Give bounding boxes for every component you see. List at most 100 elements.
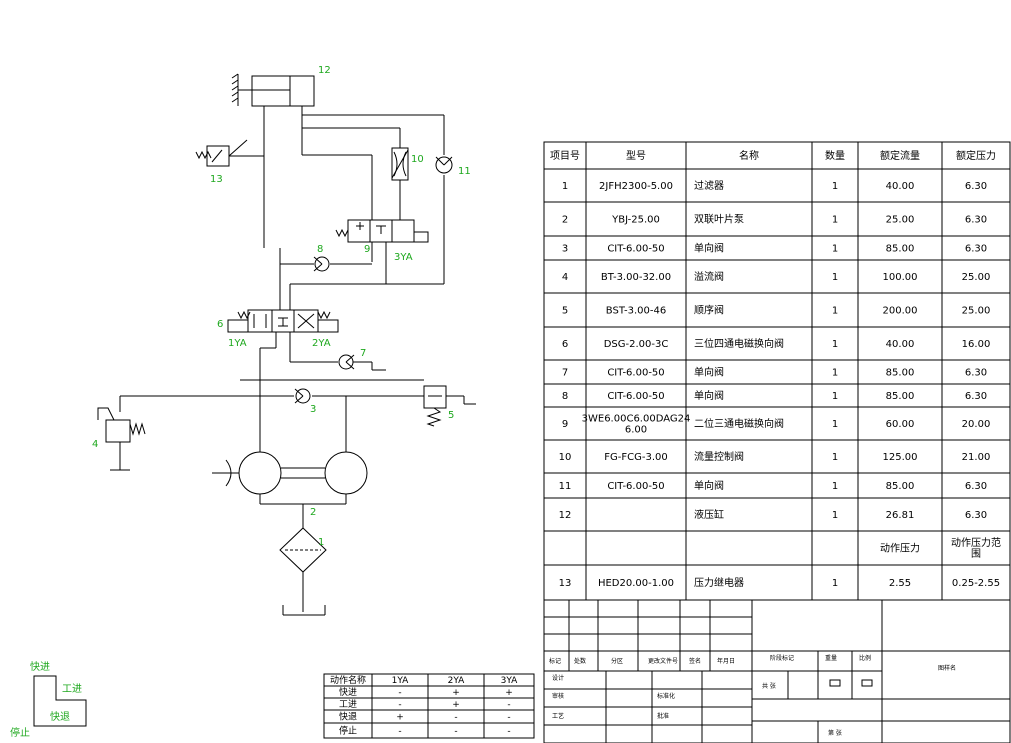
tb-stage: 阶段标记 <box>770 654 794 662</box>
tb-process: 工艺 <box>552 712 564 720</box>
bom-cell: 1 <box>832 510 838 521</box>
tb-design: 设计 <box>552 674 564 682</box>
cycle-fast-forward: 快进 <box>30 661 50 673</box>
bom-cell: 二位三通电磁换向阀 <box>694 417 784 430</box>
bom-cell: 100.00 <box>883 272 918 283</box>
bom-cell: 200.00 <box>883 306 918 317</box>
bom-cell: 12 <box>559 510 572 521</box>
bom-cell: 40.00 <box>886 339 915 350</box>
tb-count: 处数 <box>574 657 586 665</box>
bom-cell: 1 <box>832 181 838 192</box>
action-cell: - <box>507 700 510 710</box>
bom-cell: 2.55 <box>889 578 911 589</box>
bom-cell: 85.00 <box>886 481 915 492</box>
label-6: 6 <box>217 319 223 330</box>
bom-cell: 动作压力 <box>880 542 920 555</box>
action-cell: 工进 <box>339 699 357 710</box>
tb-review: 审核 <box>552 692 564 700</box>
label-9: 9 <box>364 244 370 255</box>
work-cycle-diagram <box>33 675 87 727</box>
bom-cell: 10 <box>559 452 572 463</box>
tb-share: 共 张 <box>762 682 776 690</box>
action-cell: 停止 <box>339 725 357 737</box>
label-2ya: 2YA <box>312 338 331 349</box>
action-cell: - <box>398 688 401 698</box>
tb-approve: 批准 <box>657 712 669 720</box>
label-4: 4 <box>92 439 98 450</box>
bom-cell: 双联叶片泵 <box>694 213 744 226</box>
action-cell: - <box>398 700 401 710</box>
bom-cell: 1 <box>832 244 838 255</box>
bom-cell: 1 <box>832 215 838 226</box>
bom-cell: 1 <box>832 578 838 589</box>
bom-cell: 7 <box>562 368 568 379</box>
bom-cell: FG-FCG-3.00 <box>604 452 667 463</box>
tb-sheet: 第 张 <box>828 729 842 737</box>
bom-cell: 单向阀 <box>694 389 724 402</box>
action-cell: - <box>507 713 510 723</box>
pressure-switch-13 <box>195 139 264 167</box>
action-cell: - <box>454 713 457 723</box>
bom-cell: 85.00 <box>886 391 915 402</box>
bom-header-cell: 项目号 <box>550 150 580 162</box>
bom-cell: 1 <box>832 419 838 430</box>
bom-cell: 1 <box>832 306 838 317</box>
bom-cell: 60.00 <box>886 419 915 430</box>
bom-cell: 1 <box>832 368 838 379</box>
label-1ya: 1YA <box>228 338 247 349</box>
label-11: 11 <box>458 166 471 177</box>
bom-cell: 6.30 <box>965 215 987 226</box>
tb-weight: 重量 <box>825 654 837 662</box>
bom-cell: 溢流阀 <box>694 270 724 283</box>
check-valve-8 <box>313 256 330 272</box>
bom-cell: 单向阀 <box>694 366 724 379</box>
bom-cell: CIT-6.00-50 <box>607 481 664 492</box>
relief-valve-4 <box>97 407 146 471</box>
bom-cell: BST-3.00-46 <box>606 306 666 317</box>
bom-cell: 85.00 <box>886 368 915 379</box>
label-2: 2 <box>310 507 316 518</box>
solenoid-valve-9 <box>335 219 429 284</box>
tb-date: 年月日 <box>717 657 735 665</box>
label-8: 8 <box>317 244 323 255</box>
bom-cell: 1 <box>832 339 838 350</box>
bom-cell: CIT-6.00-50 <box>607 391 664 402</box>
bom-cell: 40.00 <box>886 181 915 192</box>
bom-cell: CIT-6.00-50 <box>607 244 664 255</box>
bom-header-cell: 额定压力 <box>956 149 996 162</box>
bom-cell: 0.25-2.55 <box>952 578 1000 589</box>
bom-cell: 6.30 <box>965 368 987 379</box>
bom-header-cell: 名称 <box>739 149 759 162</box>
bom-cell: 6 <box>562 339 568 350</box>
bom-cell: DSG-2.00-3C <box>604 339 669 350</box>
action-cell: 快退 <box>339 711 357 723</box>
bom-cell: 25.00 <box>962 272 991 283</box>
hydraulic-cylinder-12 <box>231 73 315 107</box>
action-cell: + <box>452 688 460 698</box>
action-header-cell: 动作名称 <box>330 674 366 686</box>
bom-cell: YBJ-25.00 <box>611 215 660 226</box>
cycle-work-forward: 工进 <box>62 683 82 695</box>
bom-cell: 1 <box>832 272 838 283</box>
label-5: 5 <box>448 410 454 421</box>
bom-cell: 3 <box>562 244 568 255</box>
bom-cell: 13 <box>559 578 572 589</box>
filter-1 <box>279 527 327 616</box>
bom-cell: 4 <box>562 272 568 283</box>
action-cell: 快进 <box>339 686 357 698</box>
tb-signature: 签名 <box>689 657 701 665</box>
bom-cell: 1 <box>832 391 838 402</box>
bom-cell: 顺序阀 <box>694 304 724 317</box>
bom-cell: 16.00 <box>962 339 991 350</box>
action-cell: - <box>454 727 457 737</box>
title-block <box>543 599 1011 743</box>
action-cell: + <box>505 688 513 698</box>
label-3ya: 3YA <box>394 252 413 263</box>
check-valve-3 <box>294 388 311 404</box>
flow-control-valve-10 <box>391 128 409 220</box>
tb-scale: 比例 <box>859 654 871 662</box>
